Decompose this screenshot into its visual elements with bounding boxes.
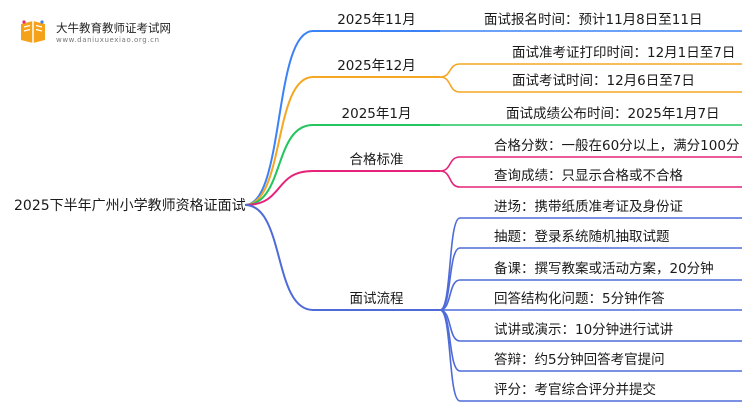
leaf-label: 试讲或演示：10分钟进行试讲 <box>494 321 673 338</box>
branch-label: 面试流程 <box>350 291 404 307</box>
root-branch-connector <box>244 170 314 206</box>
root-branch-connector <box>244 76 314 206</box>
logo-url: www.daniuxuexiao.org.cn <box>56 36 160 44</box>
branch-leaf-connector <box>439 279 461 311</box>
leaf-label: 回答结构化问题：5分钟作答 <box>494 290 665 307</box>
branch-leaf-connector <box>439 170 461 188</box>
leaf-label: 抽题：登录系统随机抽取试题 <box>494 229 670 245</box>
leaf-label: 面试成绩公布时间：2025年1月7日 <box>506 106 720 122</box>
leaf-label: 面试报名时间：预计11月8日至11日 <box>484 12 702 28</box>
leaf-label: 评分：考官综合评分并提交 <box>494 381 656 398</box>
logo-title: 大牛教育教师证考试网 <box>56 21 171 35</box>
mindmap-labels: 2025下半年广州小学教师资格证面试 2025年11月 面试报名时间：预计11月8日… <box>14 12 739 398</box>
root-branch-connector <box>244 124 314 206</box>
leaf-label: 进场：携带纸质准考证及身份证 <box>494 199 683 215</box>
leaf-label: 面试准考证打印时间：12月1日至7日 <box>512 44 735 61</box>
branch-leaf-connector <box>439 63 461 78</box>
root-branch-connector <box>244 30 314 206</box>
branch-label: 2025年1月 <box>342 106 412 122</box>
leaf-label: 备课：撰写教案或活动方案，20分钟 <box>494 260 714 277</box>
branch-label: 合格标准 <box>350 152 404 168</box>
site-logo[interactable]: 大牛教育教师证考试网 www.daniuxuexiao.org.cn <box>12 16 192 48</box>
branch-leaf-connector <box>439 309 461 402</box>
root-branch-connector <box>244 204 314 311</box>
leaf-label: 查询成绩：只显示合格或不合格 <box>494 168 683 184</box>
mindmap-links <box>244 30 742 402</box>
branch-leaf-connector <box>439 156 461 172</box>
branch-label: 2025年11月 <box>337 12 416 28</box>
leaf-label: 答辩：约5分钟回答考官提问 <box>494 351 665 368</box>
leaf-label: 面试考试时间：12月6日至7日 <box>512 73 695 89</box>
leaf-label: 合格分数：一般在60分以上，满分100分 <box>494 138 739 154</box>
branch-leaf-connector <box>439 76 461 93</box>
branch-label: 2025年12月 <box>337 58 416 74</box>
root-node-label: 2025下半年广州小学教师资格证面试 <box>14 198 246 214</box>
book-logo-icon <box>21 20 45 43</box>
